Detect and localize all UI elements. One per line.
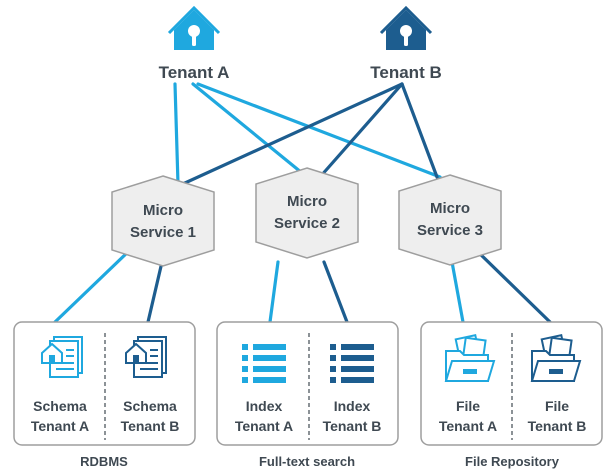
connector-tenant-b-service-2 — [318, 82, 404, 179]
group-label-file-repository: File Repository — [465, 454, 560, 469]
search-tenant-a-line2: Tenant A — [235, 418, 293, 434]
connector-tenant-a-service-1 — [173, 82, 180, 186]
folder-files-icon — [530, 333, 582, 382]
files-tenant-b-line2: Tenant B — [528, 418, 587, 434]
service-1-line2: Service 1 — [130, 224, 196, 241]
connector-service-1-rdbms-tenant-b — [146, 260, 164, 324]
tenant-a-label: Tenant A — [159, 63, 230, 82]
search-tenant-b-line1: Index — [334, 398, 371, 414]
house-lock-icon — [167, 5, 221, 50]
connector-service-2-search-tenant-a — [268, 260, 280, 324]
schema-icon — [41, 336, 83, 378]
connector-service-3-files-tenant-b — [474, 248, 552, 324]
files-tenant-a-line2: Tenant A — [439, 418, 497, 434]
group-rdbms: Schema Tenant A Schema Tenant B RDBMS — [13, 321, 196, 469]
service-3-line2: Service 3 — [417, 222, 483, 239]
tenant-b: Tenant B — [370, 5, 442, 82]
files-tenant-b-line1: File — [545, 398, 569, 414]
group-label-rdbms: RDBMS — [80, 454, 128, 469]
house-lock-icon — [379, 5, 433, 50]
index-list-icon — [242, 344, 286, 383]
group-file-repository: File Tenant A File Tenant B File Reposit… — [420, 321, 603, 469]
files-tenant-a-line1: File — [456, 398, 480, 414]
rdbms-tenant-a-line2: Tenant A — [31, 418, 89, 434]
hexagon-shape — [111, 175, 215, 267]
connector-tenant-b-service-3 — [400, 82, 439, 179]
rdbms-tenant-b-line1: Schema — [123, 398, 177, 414]
micro-service-2: Micro Service 2 — [255, 167, 359, 259]
schema-icon — [125, 336, 167, 378]
connector-tenant-a-service-2 — [191, 82, 309, 179]
connector-service-2-search-tenant-b — [322, 260, 349, 324]
folder-files-icon — [444, 333, 496, 382]
micro-service-3: Micro Service 3 — [398, 174, 502, 266]
service-2-line1: Micro — [287, 193, 327, 210]
rdbms-tenant-a-line1: Schema — [33, 398, 87, 414]
connector-tenant-b-service-1 — [161, 82, 404, 195]
group-full-text-search: Index Tenant A Index Tenant B Full-text … — [216, 321, 399, 469]
service-3-line1: Micro — [430, 200, 470, 217]
connector-service-1-rdbms-tenant-a — [53, 248, 132, 324]
connector-tenant-a-service-3 — [196, 82, 442, 179]
connectors — [53, 82, 552, 324]
group-label-full-text-search: Full-text search — [259, 454, 355, 469]
service-1-line1: Micro — [143, 202, 183, 219]
tenant-a: Tenant A — [159, 5, 230, 82]
hexagon-shape — [255, 167, 359, 259]
service-2-line2: Service 2 — [274, 215, 340, 232]
tenant-b-label: Tenant B — [370, 63, 441, 82]
hexagon-shape — [398, 174, 502, 266]
micro-service-1: Micro Service 1 — [111, 175, 215, 267]
connector-service-3-files-tenant-a — [450, 260, 465, 324]
index-list-icon — [330, 344, 374, 383]
group-box — [216, 321, 399, 446]
search-tenant-b-line2: Tenant B — [323, 418, 382, 434]
search-tenant-a-line1: Index — [246, 398, 283, 414]
rdbms-tenant-b-line2: Tenant B — [121, 418, 180, 434]
